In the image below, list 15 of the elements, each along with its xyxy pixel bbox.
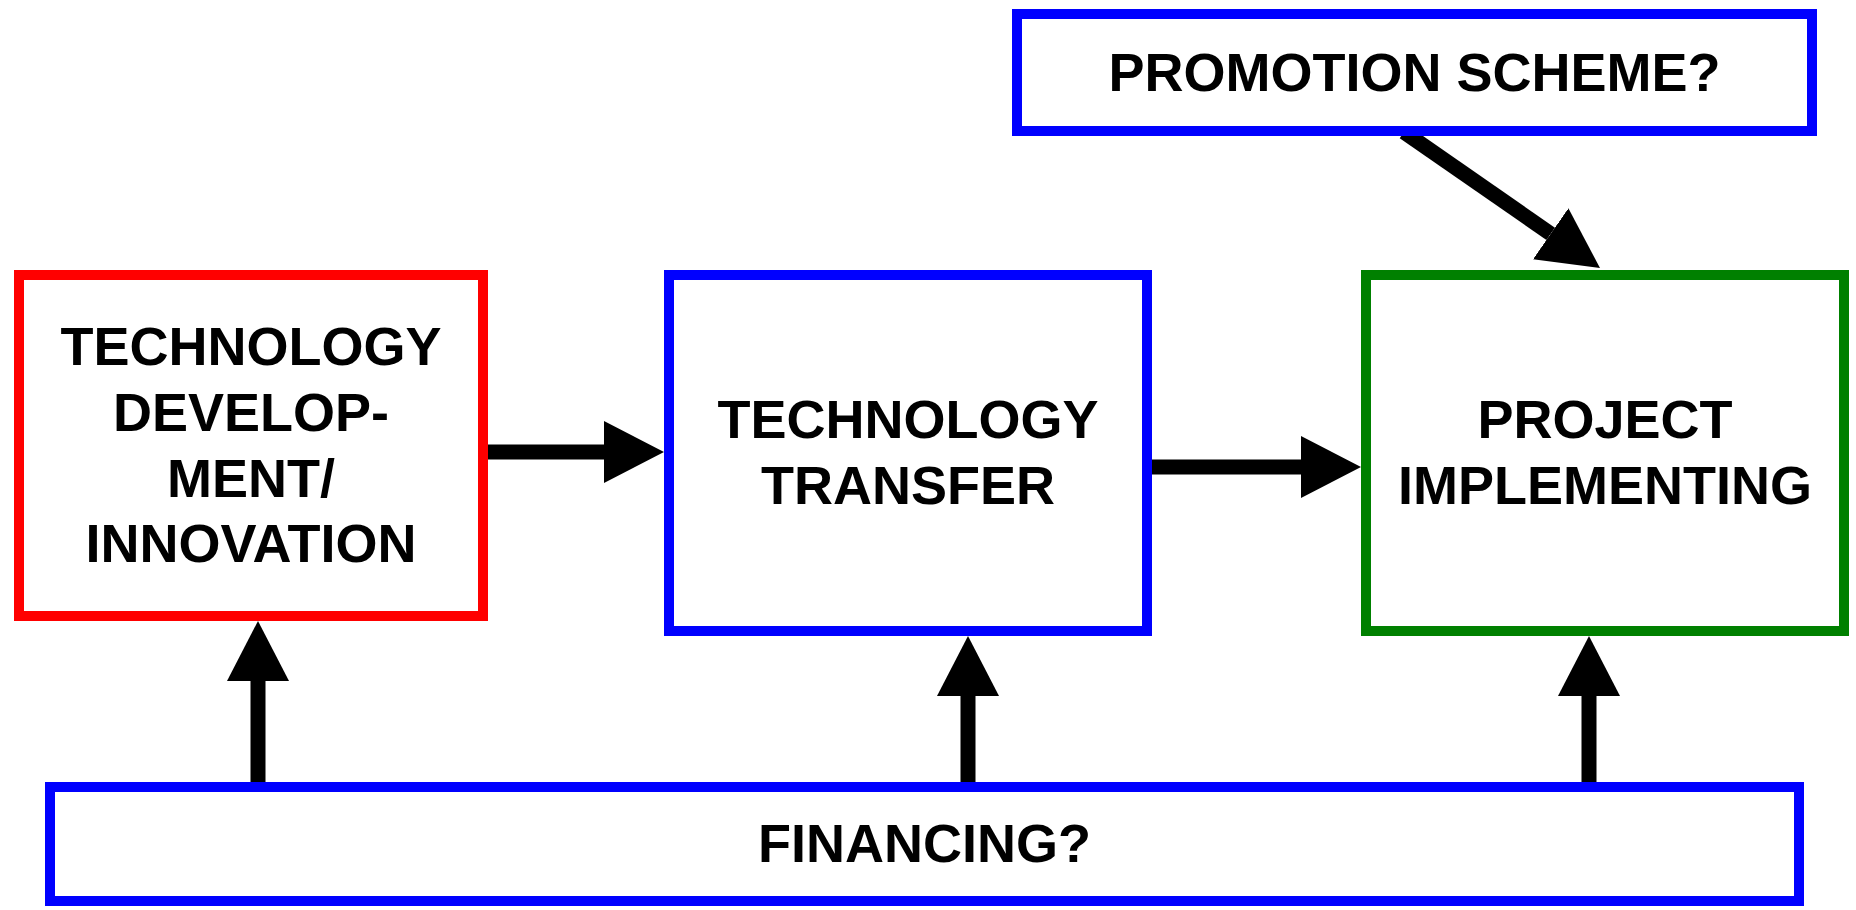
box-label: TECHNOLOGY DEVELOP- MENT/ INNOVATION [59, 314, 443, 576]
box-label: TECHNOLOGY TRANSFER [716, 388, 1100, 517]
arrow [937, 636, 999, 782]
arrow [488, 421, 664, 483]
process-box [45, 782, 1804, 906]
arrow [227, 621, 289, 782]
process-box [1361, 270, 1849, 636]
box-label: PROJECT IMPLEMENTING [1397, 388, 1813, 517]
box-label: PROMOTION SCHEME? [1108, 40, 1721, 104]
process-box [664, 270, 1152, 636]
arrow [1152, 436, 1361, 498]
process-box [1012, 9, 1817, 136]
box-label: FINANCING? [758, 812, 1091, 876]
arrow [1558, 636, 1620, 782]
process-box [14, 270, 488, 621]
